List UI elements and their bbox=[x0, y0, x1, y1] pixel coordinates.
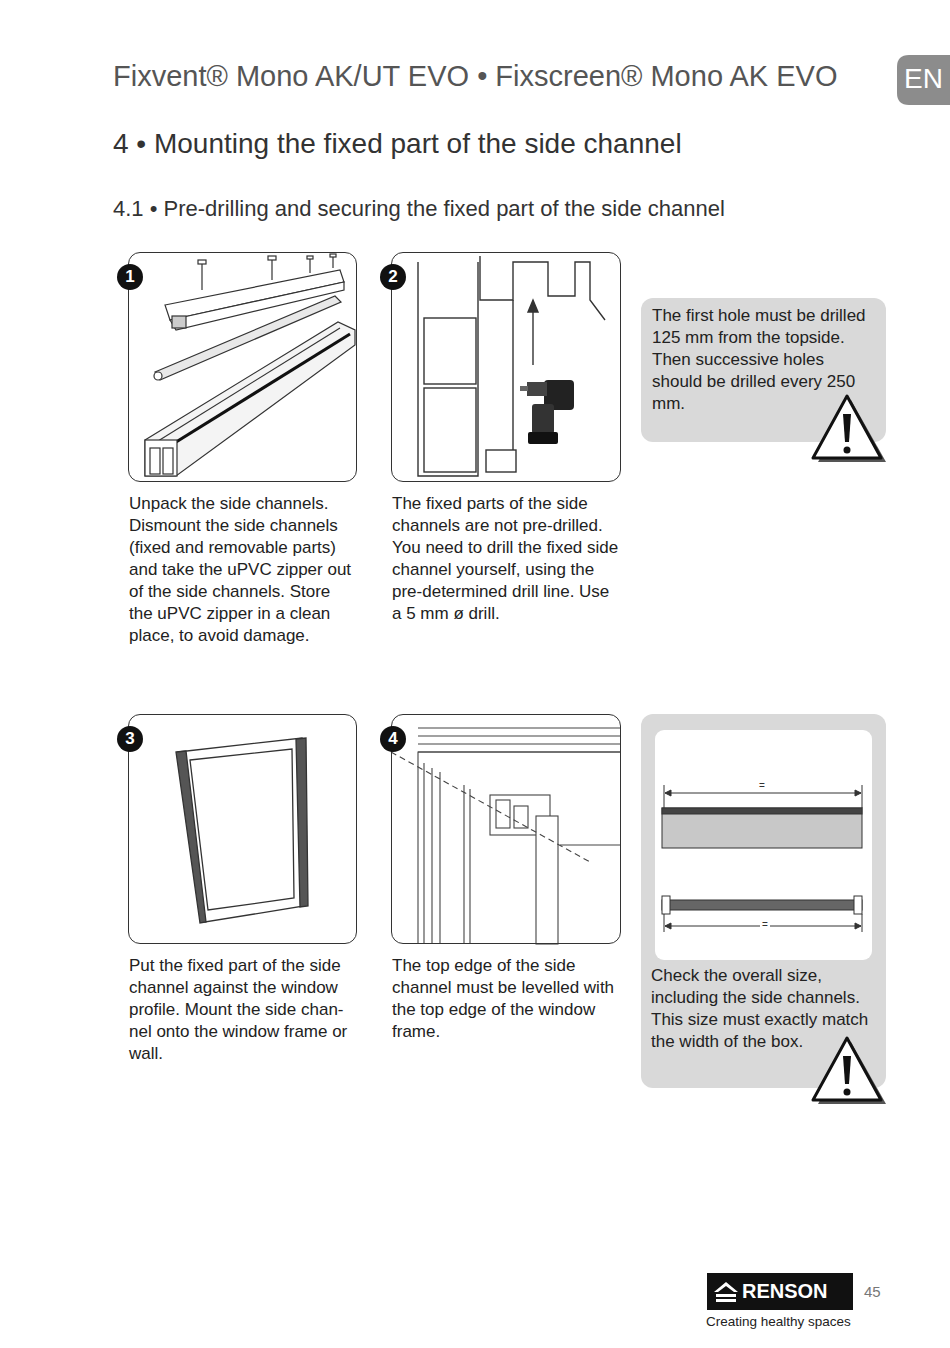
logo-house bbox=[714, 1282, 738, 1302]
inner-panel bbox=[655, 730, 872, 960]
warning-box: The first hole must be drilled 125 mm fr… bbox=[641, 298, 886, 442]
step-panel: 1Unpack the side channels. Dismount the … bbox=[128, 252, 357, 482]
warning-box: Check the overall size, including the si… bbox=[641, 714, 886, 1088]
window-frame bbox=[176, 738, 308, 923]
page-number: 45 bbox=[864, 1283, 881, 1300]
profile-section bbox=[418, 256, 605, 476]
step-panel: 3Put the fixed part of the side channel … bbox=[128, 714, 357, 944]
dimension-drawing bbox=[662, 785, 862, 932]
language-tag: EN bbox=[897, 63, 950, 95]
step-panel: 2The fixed parts of the side channels ar… bbox=[391, 252, 621, 482]
warning-triangle bbox=[813, 396, 886, 462]
warning-text: Check the overall size, including the si… bbox=[651, 965, 877, 1053]
side-channel-parts bbox=[145, 254, 355, 476]
callout-number: 1 bbox=[117, 264, 143, 290]
language-tab bbox=[897, 55, 950, 105]
frame-corner bbox=[391, 728, 621, 944]
warning-triangle bbox=[813, 1038, 886, 1104]
step-caption: Put the fixed part of the side channel a… bbox=[129, 955, 358, 1065]
section-heading: 4 • Mounting the fixed part of the side … bbox=[113, 128, 682, 160]
logo-tagline: Creating healthy spaces bbox=[706, 1314, 851, 1329]
callout-number: 2 bbox=[380, 264, 406, 290]
step-caption: The top edge of the side channel must be… bbox=[392, 955, 622, 1043]
step-panel: 4The top edge of the side channel must b… bbox=[391, 714, 621, 944]
warning-text: The first hole must be drilled 125 mm fr… bbox=[652, 305, 878, 415]
dimension-mark: = bbox=[757, 780, 767, 791]
step-caption: Unpack the side channels. Dismount the s… bbox=[129, 493, 358, 647]
warning-panel bbox=[641, 714, 886, 1088]
page-title: Fixvent® Mono AK/UT EVO • Fixscreen® Mon… bbox=[113, 60, 837, 93]
logo-text: RENSON bbox=[742, 1280, 828, 1303]
drill-icon bbox=[520, 380, 574, 444]
logo-box bbox=[707, 1273, 853, 1310]
warning-panel bbox=[641, 298, 886, 442]
step-caption: The fixed parts of the side channels are… bbox=[392, 493, 622, 625]
callout-number: 3 bbox=[117, 726, 143, 752]
subsection-heading: 4.1 • Pre-drilling and securing the fixe… bbox=[113, 196, 725, 222]
dimension-mark: = bbox=[760, 919, 770, 930]
callout-number: 4 bbox=[380, 726, 406, 752]
